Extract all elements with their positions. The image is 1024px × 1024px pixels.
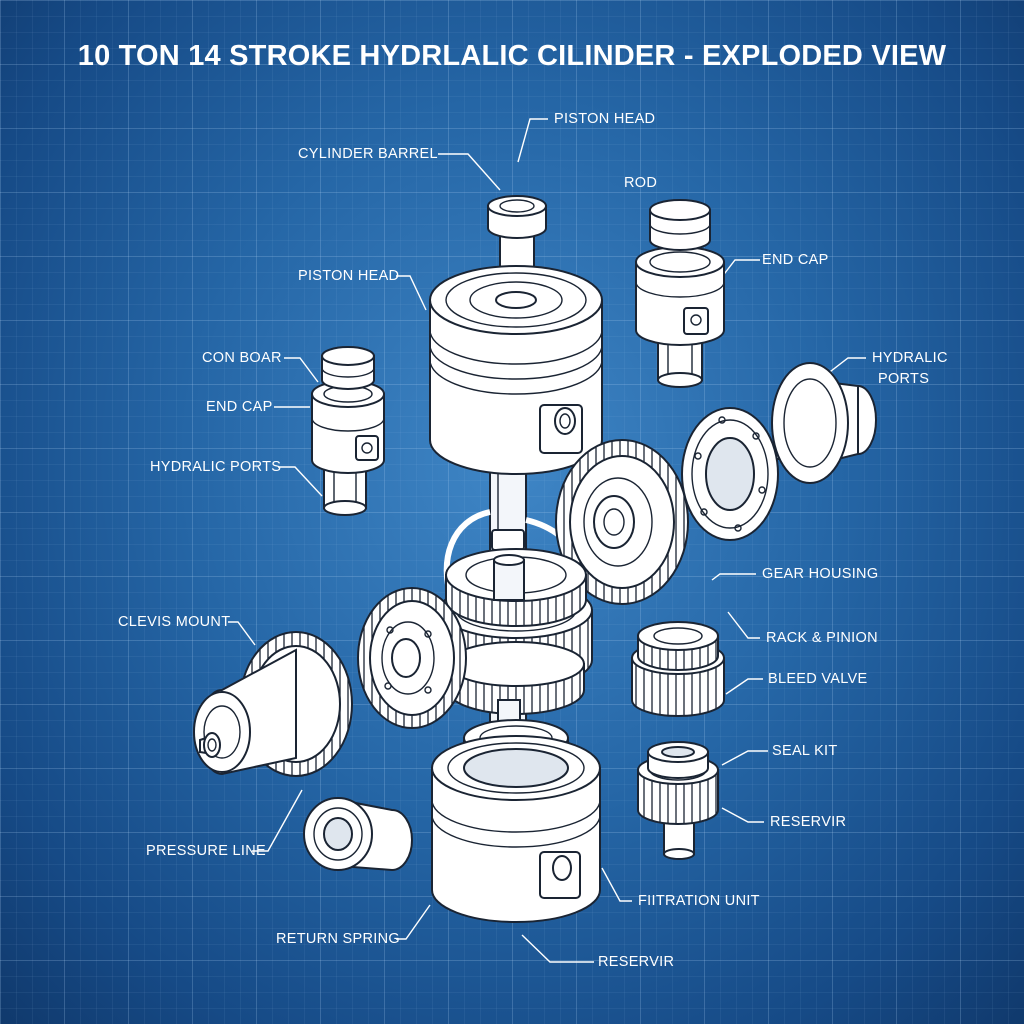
label-hydralic-ports-right-line1: HYDRALIC [872,350,948,366]
label-seal-kit: SEAL KIT [772,743,838,759]
label-piston-head-top: PISTON HEAD [554,111,656,127]
label-cylinder-barrel: CYLINDER BARREL [298,146,438,162]
label-gear-housing: GEAR HOUSING [762,566,879,582]
flange-pulley-assembly [681,362,877,541]
label-return-spring: RETURN SPRING [276,931,400,947]
label-bleed-valve: BLEED VALVE [768,671,868,687]
left-end-cap-assembly [311,346,385,516]
label-filtration-unit: FIITRATION UNIT [638,893,760,909]
label-hydralic-ports-left: HYDRALIC PORTS [150,459,282,475]
left-large-gear-shaft [193,631,353,777]
main-barrel-top [429,265,603,475]
right-end-cap-assembly [635,199,725,388]
label-clevis-mount: CLEVIS MOUNT [118,614,231,630]
main-barrel-bottom [431,719,601,923]
center-ring-gear [439,548,593,689]
middle-left-gear [357,587,467,729]
label-end-cap-right: END CAP [762,252,829,268]
diagram-title: 10 TON 14 STROKE HYDRLALIC CILINDER - EX… [77,40,947,72]
right-small-gear-stack-1 [631,621,725,717]
right-small-gear-stack-2 [637,741,719,860]
label-rod: ROD [624,175,658,191]
label-con-boar: CON BOAR [202,350,282,366]
label-rack-pinion: RACK & PINION [766,630,878,646]
label-reservir-bottom: RESERVIR [598,954,675,970]
label-pressure-line: PRESSURE LINE [146,843,266,859]
right-spur-gear [555,439,689,605]
label-hydralic-ports-right-line2: PORTS [878,371,930,387]
small-bushing [303,797,413,872]
leader-lines [228,118,866,963]
label-end-cap-left: END CAP [206,399,273,415]
label-reservir-right: RESERVIR [770,814,847,830]
label-piston-head-left: PISTON HEAD [298,268,400,284]
